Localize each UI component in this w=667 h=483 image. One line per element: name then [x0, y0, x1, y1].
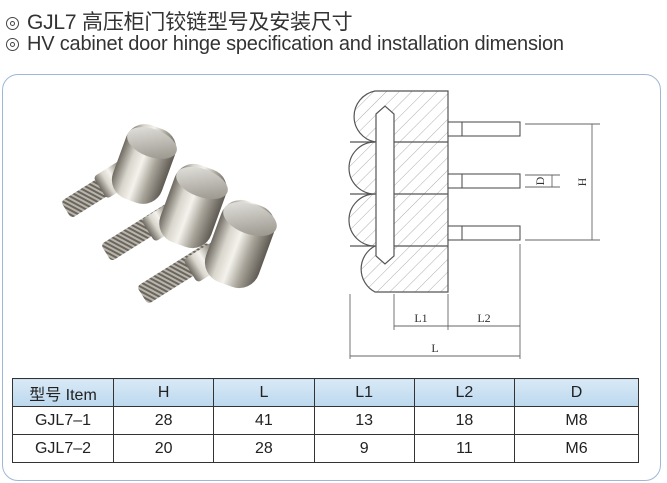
title-chinese: GJL7 高压柜门铰链型号及安装尺寸 — [6, 6, 353, 36]
cell-d: M8 — [514, 406, 639, 435]
table-row: GJL7–1 28 41 13 18 M8 — [12, 406, 639, 435]
header-h: H — [112, 378, 215, 407]
header-l: L — [213, 378, 315, 407]
header-l1: L1 — [313, 378, 415, 407]
cell-item: GJL7–2 — [12, 434, 114, 463]
dimension-lines — [349, 123, 600, 359]
cell-l2: 11 — [413, 434, 516, 463]
header-l2: L2 — [413, 378, 516, 407]
circle-bullet-icon — [6, 38, 19, 51]
hinge-body-section — [348, 90, 449, 293]
cell-h: 28 — [112, 406, 215, 435]
cell-l1: 9 — [313, 434, 415, 463]
dim-label-D: D — [533, 176, 547, 185]
threaded-studs — [447, 121, 521, 241]
spec-table: 型号 Item H L L1 L2 D GJL7–1 28 41 13 18 M… — [12, 378, 639, 463]
dim-label-L1: L1 — [414, 311, 427, 325]
table-row: GJL7–2 20 28 9 11 M6 — [12, 434, 639, 463]
cell-l: 41 — [213, 406, 315, 435]
title-chinese-text: GJL7 高压柜门铰链型号及安装尺寸 — [27, 11, 353, 34]
hinge-pin-2 — [102, 163, 228, 260]
header-item: 型号 Item — [12, 378, 114, 407]
center-pin — [375, 105, 395, 265]
hinge-technical-drawing: D H L1 L2 L — [348, 90, 600, 359]
dim-label-L: L — [431, 341, 438, 355]
dim-label-L2: L2 — [477, 311, 490, 325]
cell-h: 20 — [112, 434, 215, 463]
circle-bullet-icon — [6, 17, 19, 30]
cell-item: GJL7–1 — [12, 406, 114, 435]
title-english-text: HV cabinet door hinge specification and … — [27, 33, 564, 55]
cell-l: 28 — [213, 434, 315, 463]
cell-l1: 13 — [313, 406, 415, 435]
cell-d: M6 — [514, 434, 639, 463]
hinge-pin-1 — [62, 124, 177, 217]
hinge-pin-3 — [138, 199, 277, 303]
hinge-product-photo — [62, 124, 277, 303]
table-header-row: 型号 Item H L L1 L2 D — [12, 378, 639, 407]
title-english: HV cabinet door hinge specification and … — [6, 33, 564, 56]
cell-l2: 18 — [413, 406, 516, 435]
header-d: D — [514, 378, 639, 407]
dim-label-H: H — [575, 177, 589, 186]
